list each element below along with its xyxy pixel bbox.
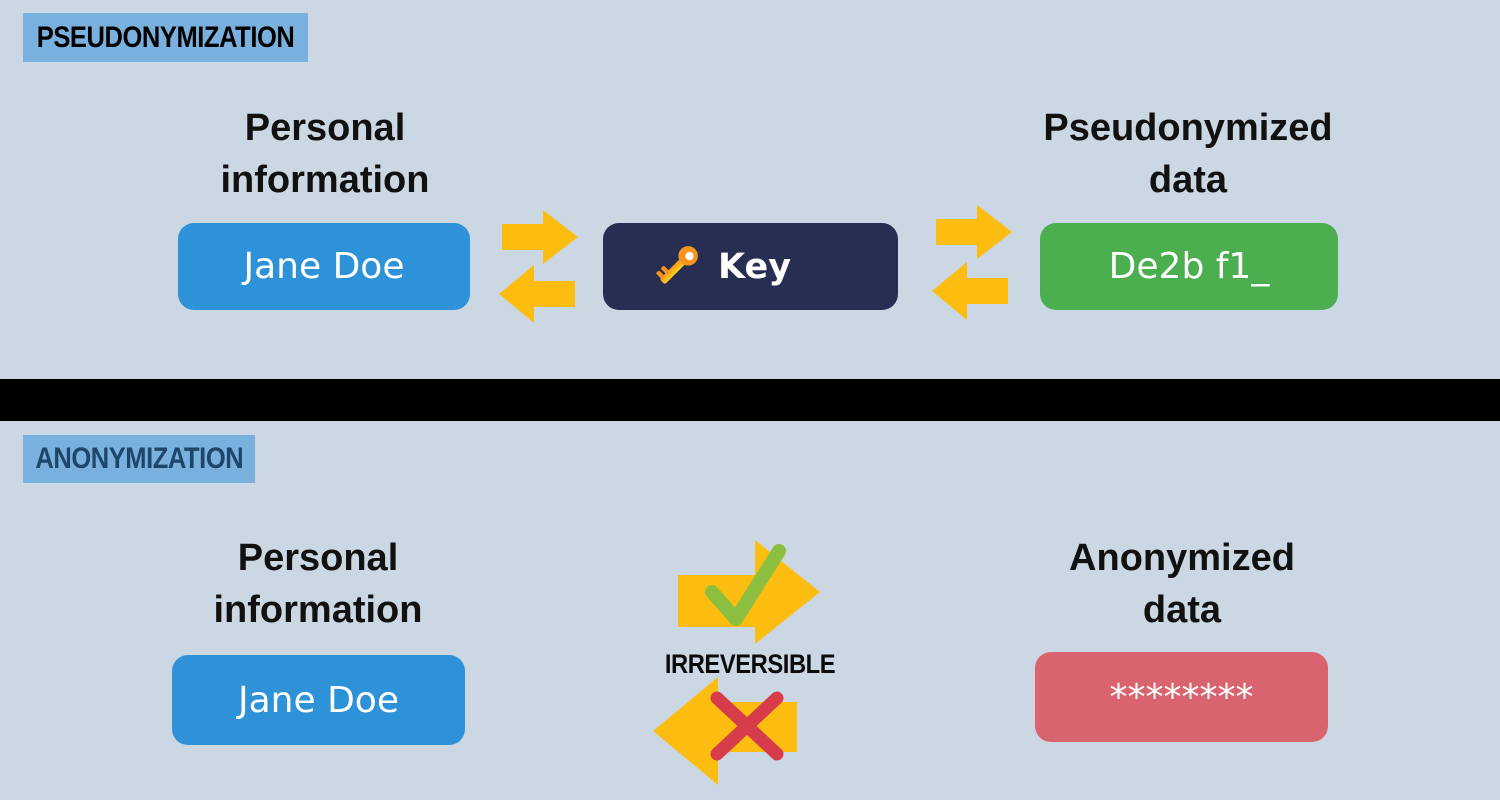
pseudonymization-label-text: PSEUDONYMIZATION	[36, 20, 295, 54]
key-box: Key	[603, 223, 898, 310]
personal-information-value: Jane Doe	[238, 679, 399, 721]
anonymized-data-box: ********	[1035, 652, 1328, 742]
anonymization-section-label: ANONYMIZATION	[23, 435, 255, 483]
anonymized-data-value: ********	[1109, 676, 1254, 718]
arrow-right-icon	[936, 205, 1012, 259]
arrow-left-icon	[499, 265, 575, 323]
pseudonymized-data-value: De2b f1_	[1108, 246, 1270, 287]
pseudonymized-data-heading: Pseudonymized data	[1043, 107, 1333, 201]
personal-information-value: Jane Doe	[243, 246, 405, 287]
personal-information-heading: Personal information	[213, 537, 423, 631]
key-label: Key	[717, 246, 792, 287]
irreversible-caption: IRREVERSIBLE	[664, 649, 836, 679]
pseudonymized-data-box: De2b f1_	[1040, 223, 1338, 310]
key-icon	[656, 245, 698, 284]
pseudonymization-section-label: PSEUDONYMIZATION	[23, 13, 308, 62]
personal-information-box: Jane Doe	[178, 223, 470, 310]
arrow-left-icon	[653, 677, 797, 785]
cross-icon	[710, 691, 784, 761]
personal-information-box: Jane Doe	[172, 655, 465, 745]
section-divider	[0, 379, 1500, 421]
check-icon	[705, 544, 786, 626]
arrow-left-icon	[932, 262, 1008, 320]
anonymization-label-text: ANONYMIZATION	[35, 442, 243, 475]
personal-information-heading: Personal information	[220, 107, 430, 201]
anonymized-data-heading: Anonymized data	[1069, 537, 1295, 631]
arrow-right-icon	[502, 210, 578, 264]
